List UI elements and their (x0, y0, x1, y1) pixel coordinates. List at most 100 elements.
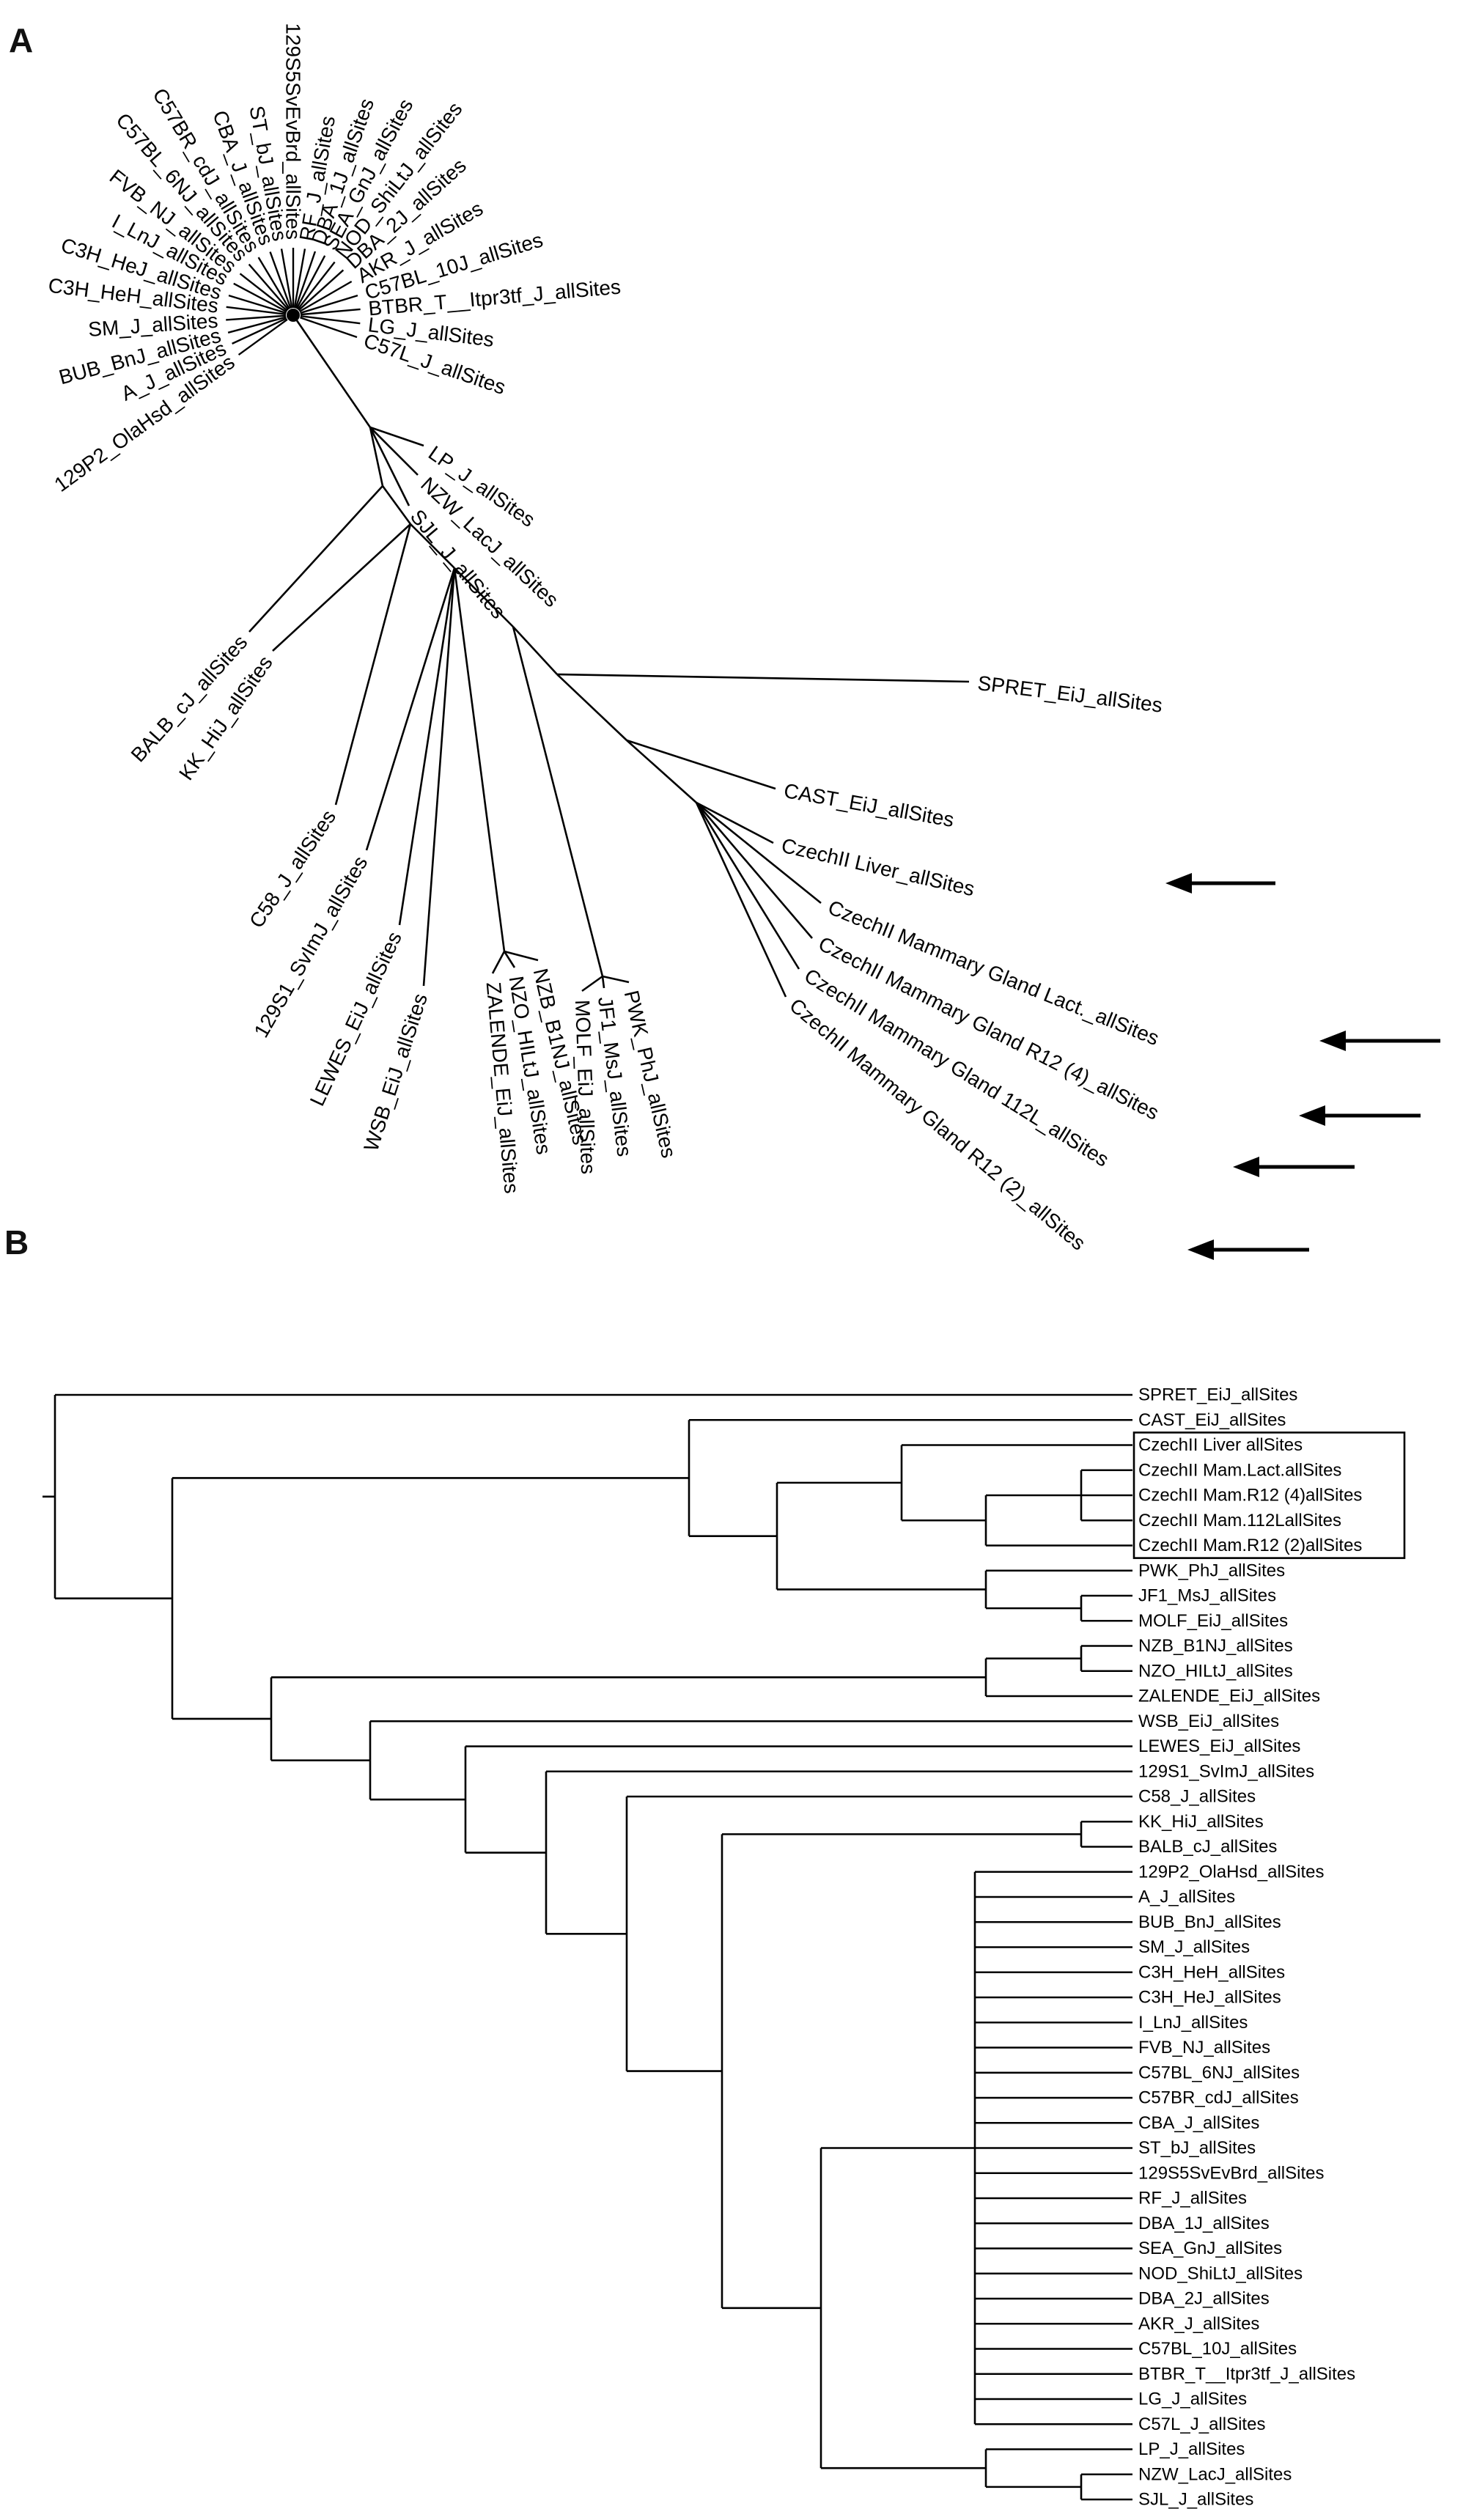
spoke-line (228, 294, 287, 314)
taxon-label-radial: 129S5SvEvBrd_allSites (282, 23, 305, 240)
spoke-line (257, 257, 290, 310)
fork-line (453, 567, 506, 952)
taxon-label-row: BTBR_T__Itpr3tf_J_allSites (1138, 2364, 1355, 2384)
trunk-line (512, 626, 558, 675)
branch-line (581, 975, 603, 992)
taxon-label-radial: SPRET_EiJ_allSites (976, 671, 1164, 717)
taxon-label-row: NOD_ShiLtJ_allSites (1138, 2263, 1303, 2283)
branch-line (696, 802, 813, 939)
taxon-label-row: KK_HiJ_allSites (1138, 1812, 1264, 1832)
taxon-label-row: SPRET_EiJ_allSites (1138, 1385, 1297, 1405)
spoke-line (297, 261, 336, 310)
trunk-line (454, 567, 514, 627)
taxon-label-row: C57BL_10J_allSites (1138, 2339, 1297, 2359)
taxon-label-row: CzechII Mam.112LallSites (1138, 1511, 1341, 1530)
taxon-label-row: CzechII Liver allSites (1138, 1435, 1303, 1455)
spoke-line (300, 315, 361, 325)
branch-line (422, 567, 456, 987)
arrow-head-icon (1299, 1105, 1325, 1126)
taxon-label-row: 129S5SvEvBrd_allSites (1138, 2163, 1324, 2183)
taxon-label-row: FVB_NJ_allSites (1138, 2038, 1270, 2057)
taxon-label-row: MOLF_EiJ_allSites (1138, 1611, 1288, 1631)
panel-a-label: A (9, 21, 34, 59)
branch-line (602, 975, 630, 984)
spoke-line (300, 317, 358, 339)
czechii-highlight-box (1132, 1432, 1406, 1559)
trunk-line (410, 523, 455, 569)
taxon-label-row: WSB_EiJ_allSites (1138, 1712, 1279, 1731)
spoke-line (280, 248, 293, 309)
taxon-label-row: NZB_B1NJ_allSites (1138, 1636, 1293, 1656)
branch-line (626, 739, 776, 790)
taxon-label-row: CBA_J_allSites (1138, 2113, 1259, 2133)
branch-line (695, 802, 800, 970)
trunk-line (626, 740, 697, 803)
taxon-label-row: LEWES_EiJ_allSites (1138, 1736, 1300, 1756)
taxon-label-row: I_LnJ_allSites (1138, 2013, 1248, 2033)
trunk-line (381, 485, 412, 525)
arrow-head-icon (1233, 1157, 1259, 1177)
spoke-line (226, 306, 287, 315)
taxon-label-row: C57BR_cdJ_allSites (1138, 2088, 1299, 2108)
taxon-label-row: DBA_2J_allSites (1138, 2289, 1270, 2309)
spoke-line (293, 248, 306, 309)
taxon-label-row: C58_J_allSites (1138, 1787, 1256, 1807)
taxon-label-row: C57BL_6NJ_allSites (1138, 2063, 1300, 2082)
taxon-label-row: 129P2_OlaHsd_allSites (1138, 1862, 1325, 1882)
spoke-line (300, 294, 358, 314)
taxon-label-row: CzechII Mam.Lact.allSites (1138, 1460, 1341, 1480)
taxon-label-row: ST_bJ_allSites (1138, 2138, 1256, 2158)
arrow-head-icon (1165, 873, 1192, 894)
trunk-line (369, 427, 384, 487)
taxon-label-row: NZO_HILtJ_allSites (1138, 1661, 1293, 1681)
fork-line (512, 626, 604, 977)
taxon-label-row: CAST_EiJ_allSites (1138, 1410, 1286, 1430)
panel-b-label: B (4, 1223, 29, 1261)
branch-line (398, 567, 456, 926)
branch-line (601, 976, 605, 989)
branch-line (365, 567, 456, 851)
arrow-head-icon (1187, 1239, 1214, 1260)
branch-line (248, 485, 383, 633)
spoke-line (226, 314, 287, 321)
spoke-line (233, 282, 287, 313)
taxon-label-row: JF1_MsJ_allSites (1138, 1586, 1276, 1606)
spoke-line (269, 251, 292, 309)
branch-line (696, 801, 822, 905)
taxon-label-row: BUB_BnJ_allSites (1138, 1912, 1281, 1932)
taxon-label-row: C3H_HeH_allSites (1138, 1962, 1285, 1982)
branch-line (334, 523, 412, 806)
branch-line (369, 426, 424, 447)
taxon-label-row: SM_J_allSites (1138, 1937, 1250, 1957)
taxon-label-radial: CzechII Liver_allSites (779, 834, 976, 901)
branch-line (695, 802, 787, 998)
taxon-label-row: PWK_PhJ_allSites (1138, 1561, 1285, 1580)
taxon-label-row: C57L_J_allSites (1138, 2414, 1265, 2434)
trunk-line (292, 314, 372, 428)
branch-line (369, 427, 410, 506)
taxon-label-row: RF_J_allSites (1138, 2189, 1247, 2208)
taxon-label-radial: CAST_EiJ_allSites (782, 779, 956, 831)
taxon-label-row: NZW_LacJ_allSites (1138, 2464, 1292, 2484)
taxon-label-row: LP_J_allSites (1138, 2439, 1245, 2459)
branch-line (369, 427, 419, 476)
taxon-label-row: 129S1_SvImJ_allSites (1138, 1761, 1314, 1781)
taxon-label-row: CzechII Mam.R12 (4)allSites (1138, 1486, 1362, 1506)
arrow-head-icon (1319, 1031, 1346, 1051)
spoke-line (237, 318, 288, 356)
taxon-label-radial: WSB_EiJ_allSites (359, 991, 432, 1154)
taxon-label-row: BALB_cJ_allSites (1138, 1837, 1277, 1857)
branch-line (696, 801, 774, 844)
spoke-line (227, 316, 287, 334)
spoke-line (248, 263, 290, 311)
spoke-line (295, 255, 326, 309)
branch-line (503, 951, 516, 968)
spoke-line (295, 251, 317, 309)
branch-line (272, 523, 411, 652)
spoke-line (298, 269, 345, 312)
taxon-label-row: LG_J_allSites (1138, 2390, 1247, 2409)
spoke-line (232, 317, 287, 345)
branch-line (556, 673, 970, 683)
